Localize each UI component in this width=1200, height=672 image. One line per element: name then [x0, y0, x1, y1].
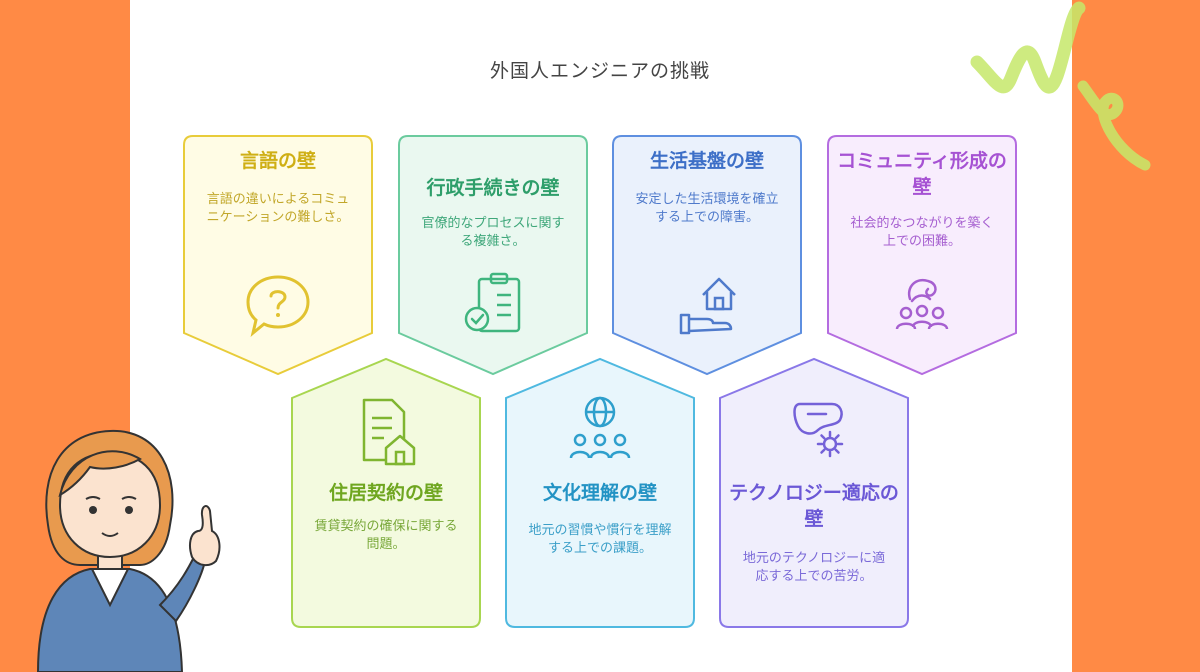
card-description: 官僚的なプロセスに関する複雑さ。	[421, 216, 565, 249]
card-description: 地元の習慣や慣行を理解する上での課題。	[528, 523, 672, 556]
card-title: 言語の壁	[239, 150, 316, 172]
globe-people-icon	[569, 396, 631, 459]
card-cultural-understanding: 文化理解の壁 地元の習慣や慣行を理解する上での課題。	[505, 357, 695, 628]
headset-gear-icon	[793, 402, 844, 458]
card-shape	[719, 357, 909, 628]
card-title: 住居契約の壁	[328, 482, 443, 504]
card-administrative: 行政手続きの壁 官僚的なプロセスに関する複雑さ。	[398, 135, 588, 376]
decorative-squiggle	[970, 1, 1151, 171]
card-language: 言語の壁 言語の違いによるコミュニケーションの難しさ。	[183, 135, 373, 376]
presenter-illustration	[36, 429, 221, 672]
card-living-foundation: 生活基盤の壁 安定した生活環境を確立する上での障害。	[612, 135, 802, 376]
clipboard-check-icon	[464, 272, 521, 333]
card-technology-adaptation: テクノロジー適応の壁 地元のテクノロジーに適応する上での苦労。	[719, 357, 909, 628]
card-shape	[398, 135, 588, 376]
document-house-icon	[362, 398, 416, 466]
card-description: 賃貸契約の確保に関する問題。	[314, 519, 458, 552]
card-description: 言語の違いによるコミュニケーションの難しさ。	[206, 192, 350, 225]
card-shape	[291, 357, 481, 628]
card-housing-contract: 住居契約の壁 賃貸契約の確保に関する問題。	[291, 357, 481, 628]
house-hand-icon	[679, 277, 736, 335]
card-title: テクノロジー適応の壁	[729, 482, 899, 530]
card-description: 社会的なつながりを築く上での困難。	[850, 216, 994, 249]
page-title: 外国人エンジニアの挑戦	[489, 60, 710, 82]
card-description: 地元のテクノロジーに適応する上での苦労。	[742, 551, 886, 584]
community-people-icon	[895, 278, 949, 330]
card-shape	[612, 135, 802, 376]
right-orange-panel	[1072, 0, 1200, 672]
card-community: コミュニティ形成の壁 社会的なつながりを築く上での困難。	[827, 135, 1017, 376]
speech-bubble-question-icon	[246, 275, 310, 337]
card-shape	[183, 135, 373, 376]
card-shape	[505, 357, 695, 628]
card-title: コミュニティ形成の壁	[837, 150, 1007, 198]
card-title: 文化理解の壁	[542, 482, 657, 504]
card-title: 生活基盤の壁	[649, 150, 764, 172]
card-shape	[827, 135, 1017, 376]
card-description: 安定した生活環境を確立する上での障害。	[635, 192, 779, 225]
card-title: 行政手続きの壁	[426, 177, 560, 199]
